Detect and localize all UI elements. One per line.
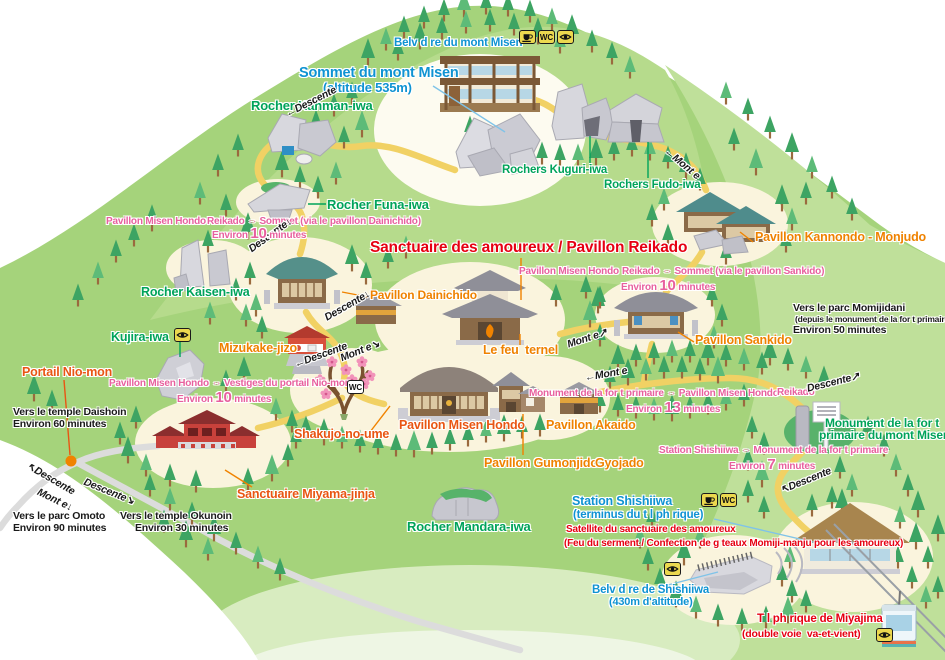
mizukake-jizo-shrine	[284, 326, 330, 374]
kujira-rock	[155, 349, 205, 401]
shishiiwa-observation-deck	[689, 543, 803, 595]
reikado-hut	[350, 292, 402, 324]
ropeway-cables	[825, 523, 945, 653]
fudo-rocks	[607, 93, 665, 143]
mandara-rock	[431, 487, 500, 521]
kanman-rock	[267, 113, 337, 165]
kaisen-rocks	[173, 239, 231, 293]
summit-rocks	[455, 113, 541, 177]
reikado-pagoda	[442, 270, 538, 345]
valley-wash-2	[244, 630, 696, 660]
dainichido-building	[264, 257, 340, 309]
gray-trails	[0, 442, 524, 654]
forest-trees	[26, 0, 945, 631]
summit-belvedere-building	[440, 56, 540, 112]
kuguri-rocks	[551, 83, 615, 141]
valley-wash	[200, 565, 740, 660]
miyama-jinja-shrine	[152, 410, 260, 449]
misen-hondo-building	[398, 367, 500, 422]
kannondo-monjudo-buildings	[676, 192, 776, 255]
forest-monument	[784, 401, 856, 454]
storehouse-building	[518, 386, 548, 412]
funa-rock	[247, 182, 311, 223]
sankido-building	[614, 292, 698, 339]
lowland-white	[0, 440, 258, 660]
junction-dot	[65, 455, 77, 467]
akaido-building	[556, 382, 602, 414]
leader-lines	[63, 85, 831, 587]
gumonjido-building	[492, 372, 530, 412]
